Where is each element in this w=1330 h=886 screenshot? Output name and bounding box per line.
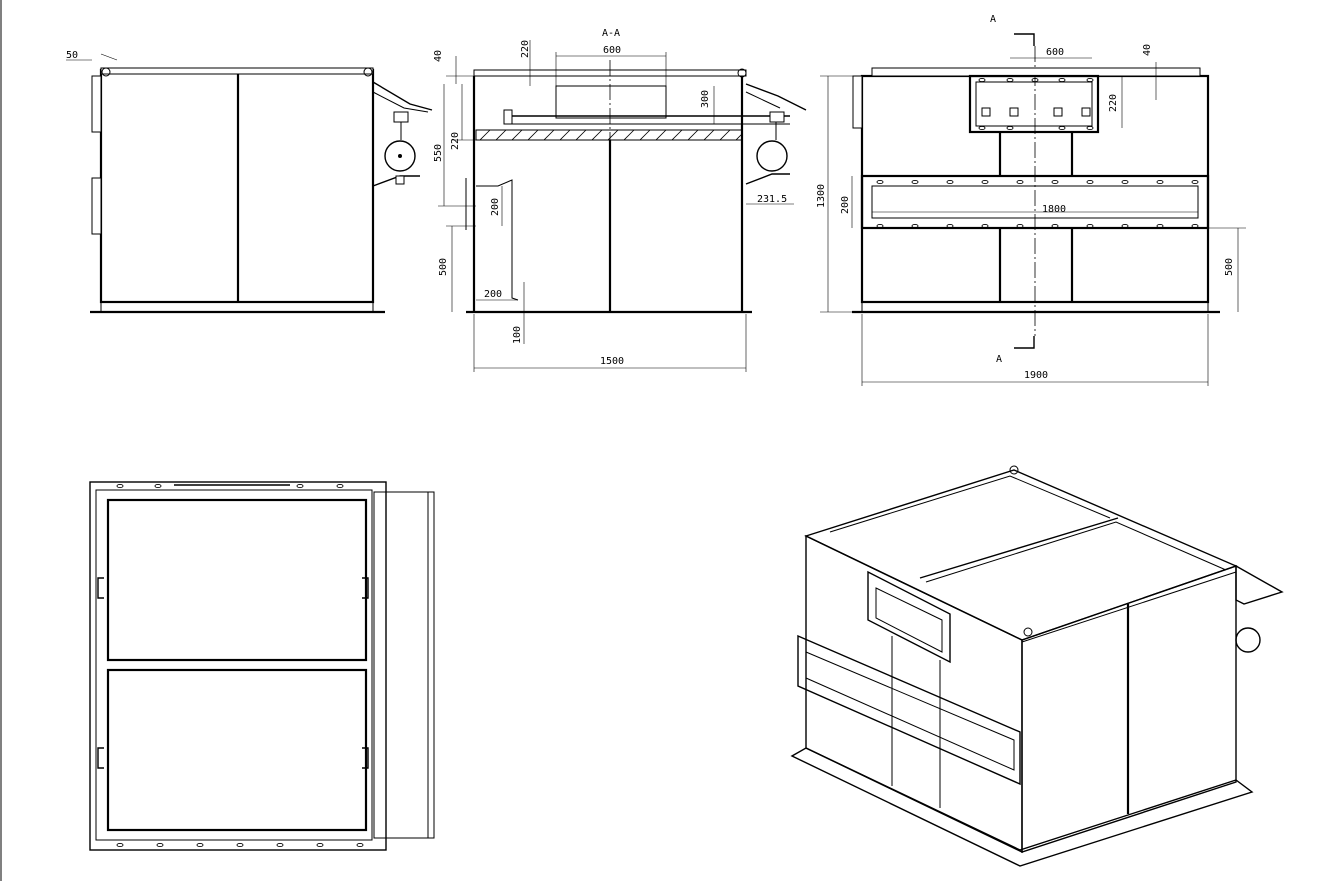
dim-50: 50 <box>66 50 78 61</box>
front-view-access-frame <box>968 74 1100 134</box>
dim-100: 100 <box>512 326 523 344</box>
section-label-a-bottom: A <box>996 354 1002 365</box>
dim-550: 550 <box>433 144 444 162</box>
iso-left-face <box>805 534 1023 854</box>
dim-front-1300: 1300 <box>816 184 827 208</box>
side-view-hood <box>372 81 433 111</box>
side-view-flange-lower <box>91 177 102 235</box>
dim-front-1900: 1900 <box>1024 370 1048 381</box>
motor-icon <box>1235 627 1261 653</box>
side-view: 50 <box>66 50 433 314</box>
top-view-outline <box>89 481 387 851</box>
section-label-a-top: A <box>990 14 996 25</box>
top-view <box>89 481 435 851</box>
bolt-hole-row <box>876 77 1199 229</box>
isometric-view <box>790 465 1284 867</box>
dim-front-220: 220 <box>1108 94 1119 112</box>
hatched-beam <box>475 129 743 141</box>
dim-front-40: 40 <box>1142 44 1153 56</box>
dim-300: 300 <box>700 90 711 108</box>
dim-front-1800: 1800 <box>1042 204 1066 215</box>
dim-front-500: 500 <box>1224 258 1235 276</box>
dim-200: 200 <box>490 198 501 216</box>
dim-500: 500 <box>438 258 449 276</box>
lid-hinge-icon <box>363 67 373 77</box>
dim-front-200: 200 <box>840 196 851 214</box>
dim-front-600: 600 <box>1046 47 1064 58</box>
side-view-flange-upper <box>91 75 102 133</box>
front-view-inlet-band <box>860 174 1210 230</box>
dim-220: 220 <box>450 132 461 150</box>
dim-231-5: 231.5 <box>757 194 787 205</box>
bolt-hole-row <box>116 483 364 848</box>
iso-top <box>804 469 1238 641</box>
front-view: A A 600 <box>816 14 1246 386</box>
lid-hinge-icon <box>101 67 111 77</box>
dim-200-lower: 200 <box>484 289 502 300</box>
dim-220-top: 220 <box>520 40 531 58</box>
side-view-lid <box>100 67 374 75</box>
dim-600: 600 <box>603 45 621 56</box>
dim-40: 40 <box>433 50 444 62</box>
dim-1500: 1500 <box>600 356 624 367</box>
top-view-lid-upper <box>106 498 368 662</box>
top-view-hood <box>373 491 435 839</box>
top-view-lid-lower <box>106 668 368 832</box>
lid-handle-icon <box>97 577 369 769</box>
motor-icon <box>384 140 416 172</box>
iso-inlet-band <box>797 634 1021 786</box>
section-filter-box <box>555 85 667 119</box>
section-label-a-a: A-A <box>602 28 620 39</box>
iso-access-frame <box>867 570 951 664</box>
motor-icon <box>756 140 788 172</box>
section-a-a-view: A-A 600 220 40 <box>433 28 807 372</box>
